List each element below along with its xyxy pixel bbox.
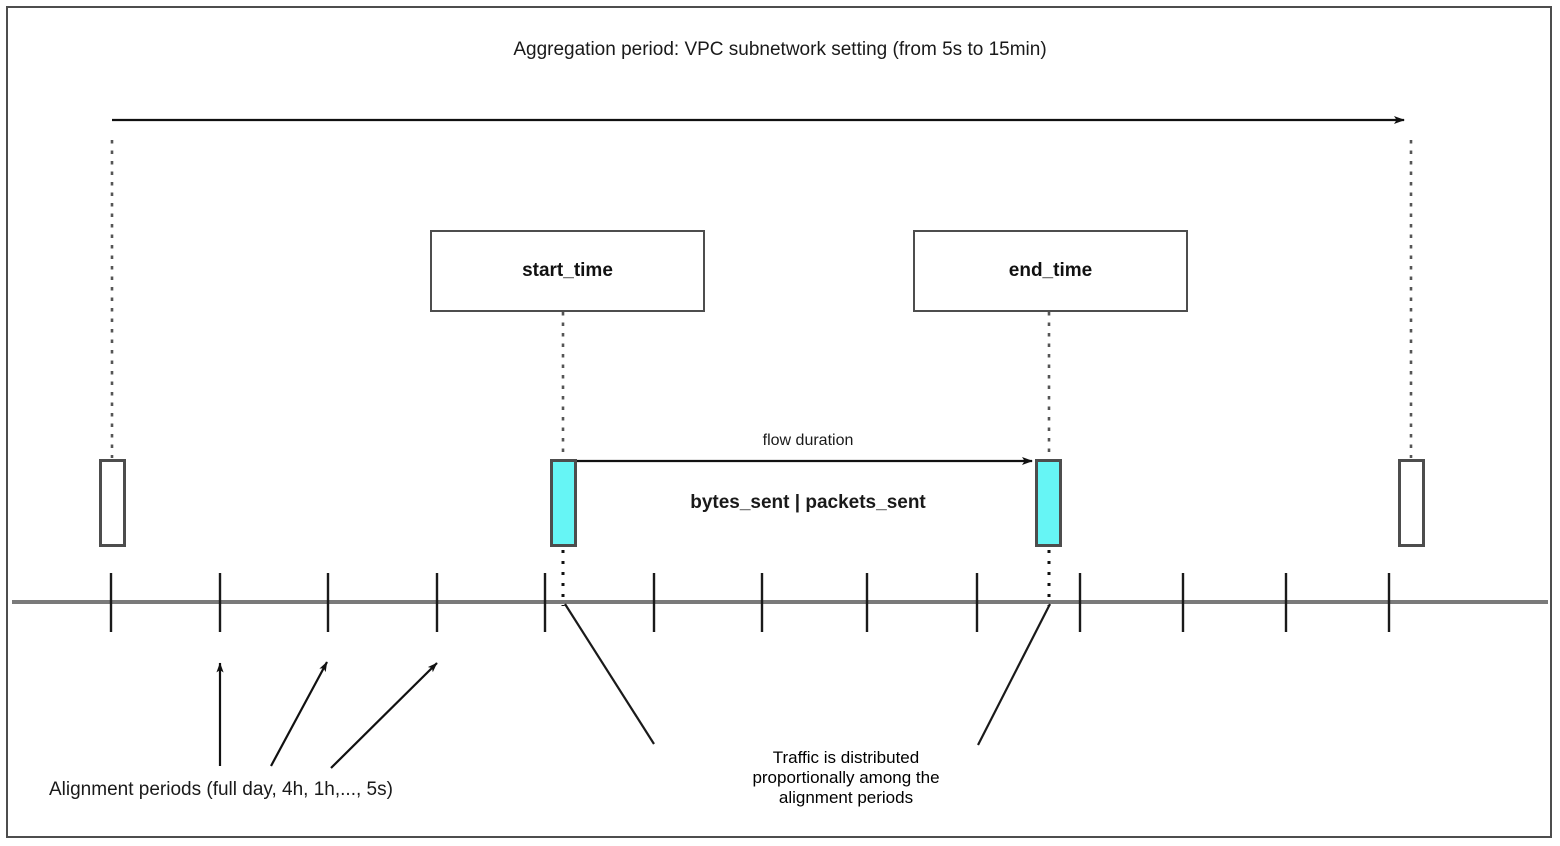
start-time-label: start_time bbox=[522, 260, 613, 281]
traffic-note-line-3: alignment periods bbox=[778, 788, 914, 807]
traffic-note-line-1: Traffic is distributed bbox=[772, 748, 920, 767]
aggregation-end-marker bbox=[1398, 459, 1425, 547]
traffic-distribution-note: Traffic is distributed proportionally am… bbox=[701, 748, 991, 808]
metrics-label: bytes_sent | packets_sent bbox=[690, 492, 926, 513]
diagram-title: Aggregation period: VPC subnetwork setti… bbox=[513, 39, 1047, 60]
end-time-label: end_time bbox=[1008, 260, 1093, 281]
flow-duration-label: flow duration bbox=[762, 432, 854, 449]
flow-start-marker bbox=[550, 459, 577, 547]
alignment-periods-label: Alignment periods (full day, 4h, 1h,...,… bbox=[49, 779, 393, 800]
flow-end-marker bbox=[1035, 459, 1062, 547]
traffic-note-line-2: proportionally among the bbox=[752, 768, 940, 787]
diagram-frame bbox=[6, 6, 1552, 838]
start-time-box[interactable]: start_time bbox=[430, 230, 705, 312]
aggregation-start-marker bbox=[99, 459, 126, 547]
end-time-box[interactable]: end_time bbox=[913, 230, 1188, 312]
